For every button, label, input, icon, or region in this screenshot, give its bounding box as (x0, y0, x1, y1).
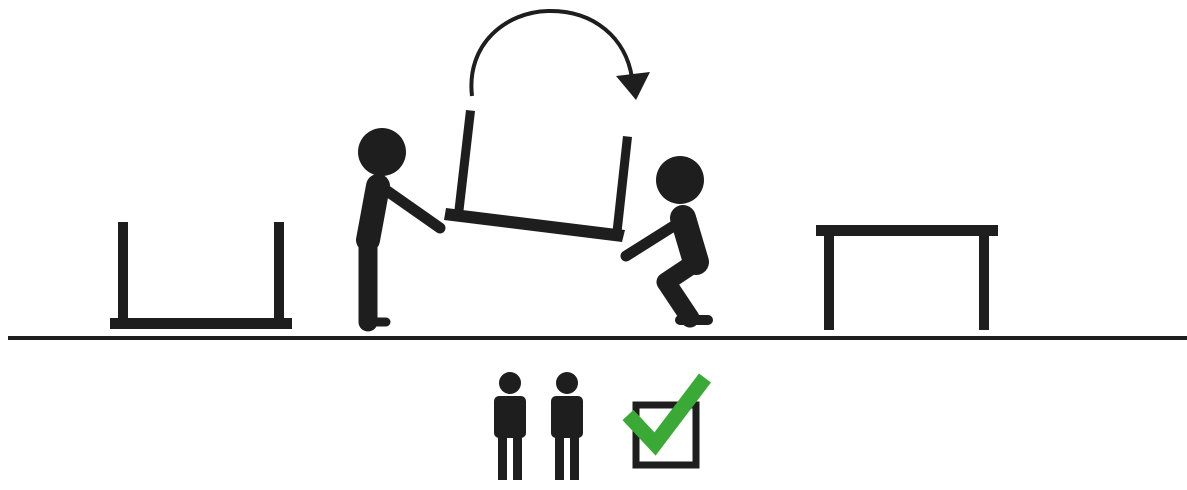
person-standing (358, 128, 440, 322)
approved-checkbox (628, 378, 705, 465)
person-icon (494, 372, 526, 480)
table-upright (816, 225, 998, 330)
two-person-icon (494, 372, 583, 480)
table-upside-down (110, 222, 292, 329)
person-icon (551, 372, 583, 480)
person-squatting (626, 156, 708, 320)
table-being-flipped (444, 110, 632, 242)
curved-arrow-icon (471, 11, 650, 100)
